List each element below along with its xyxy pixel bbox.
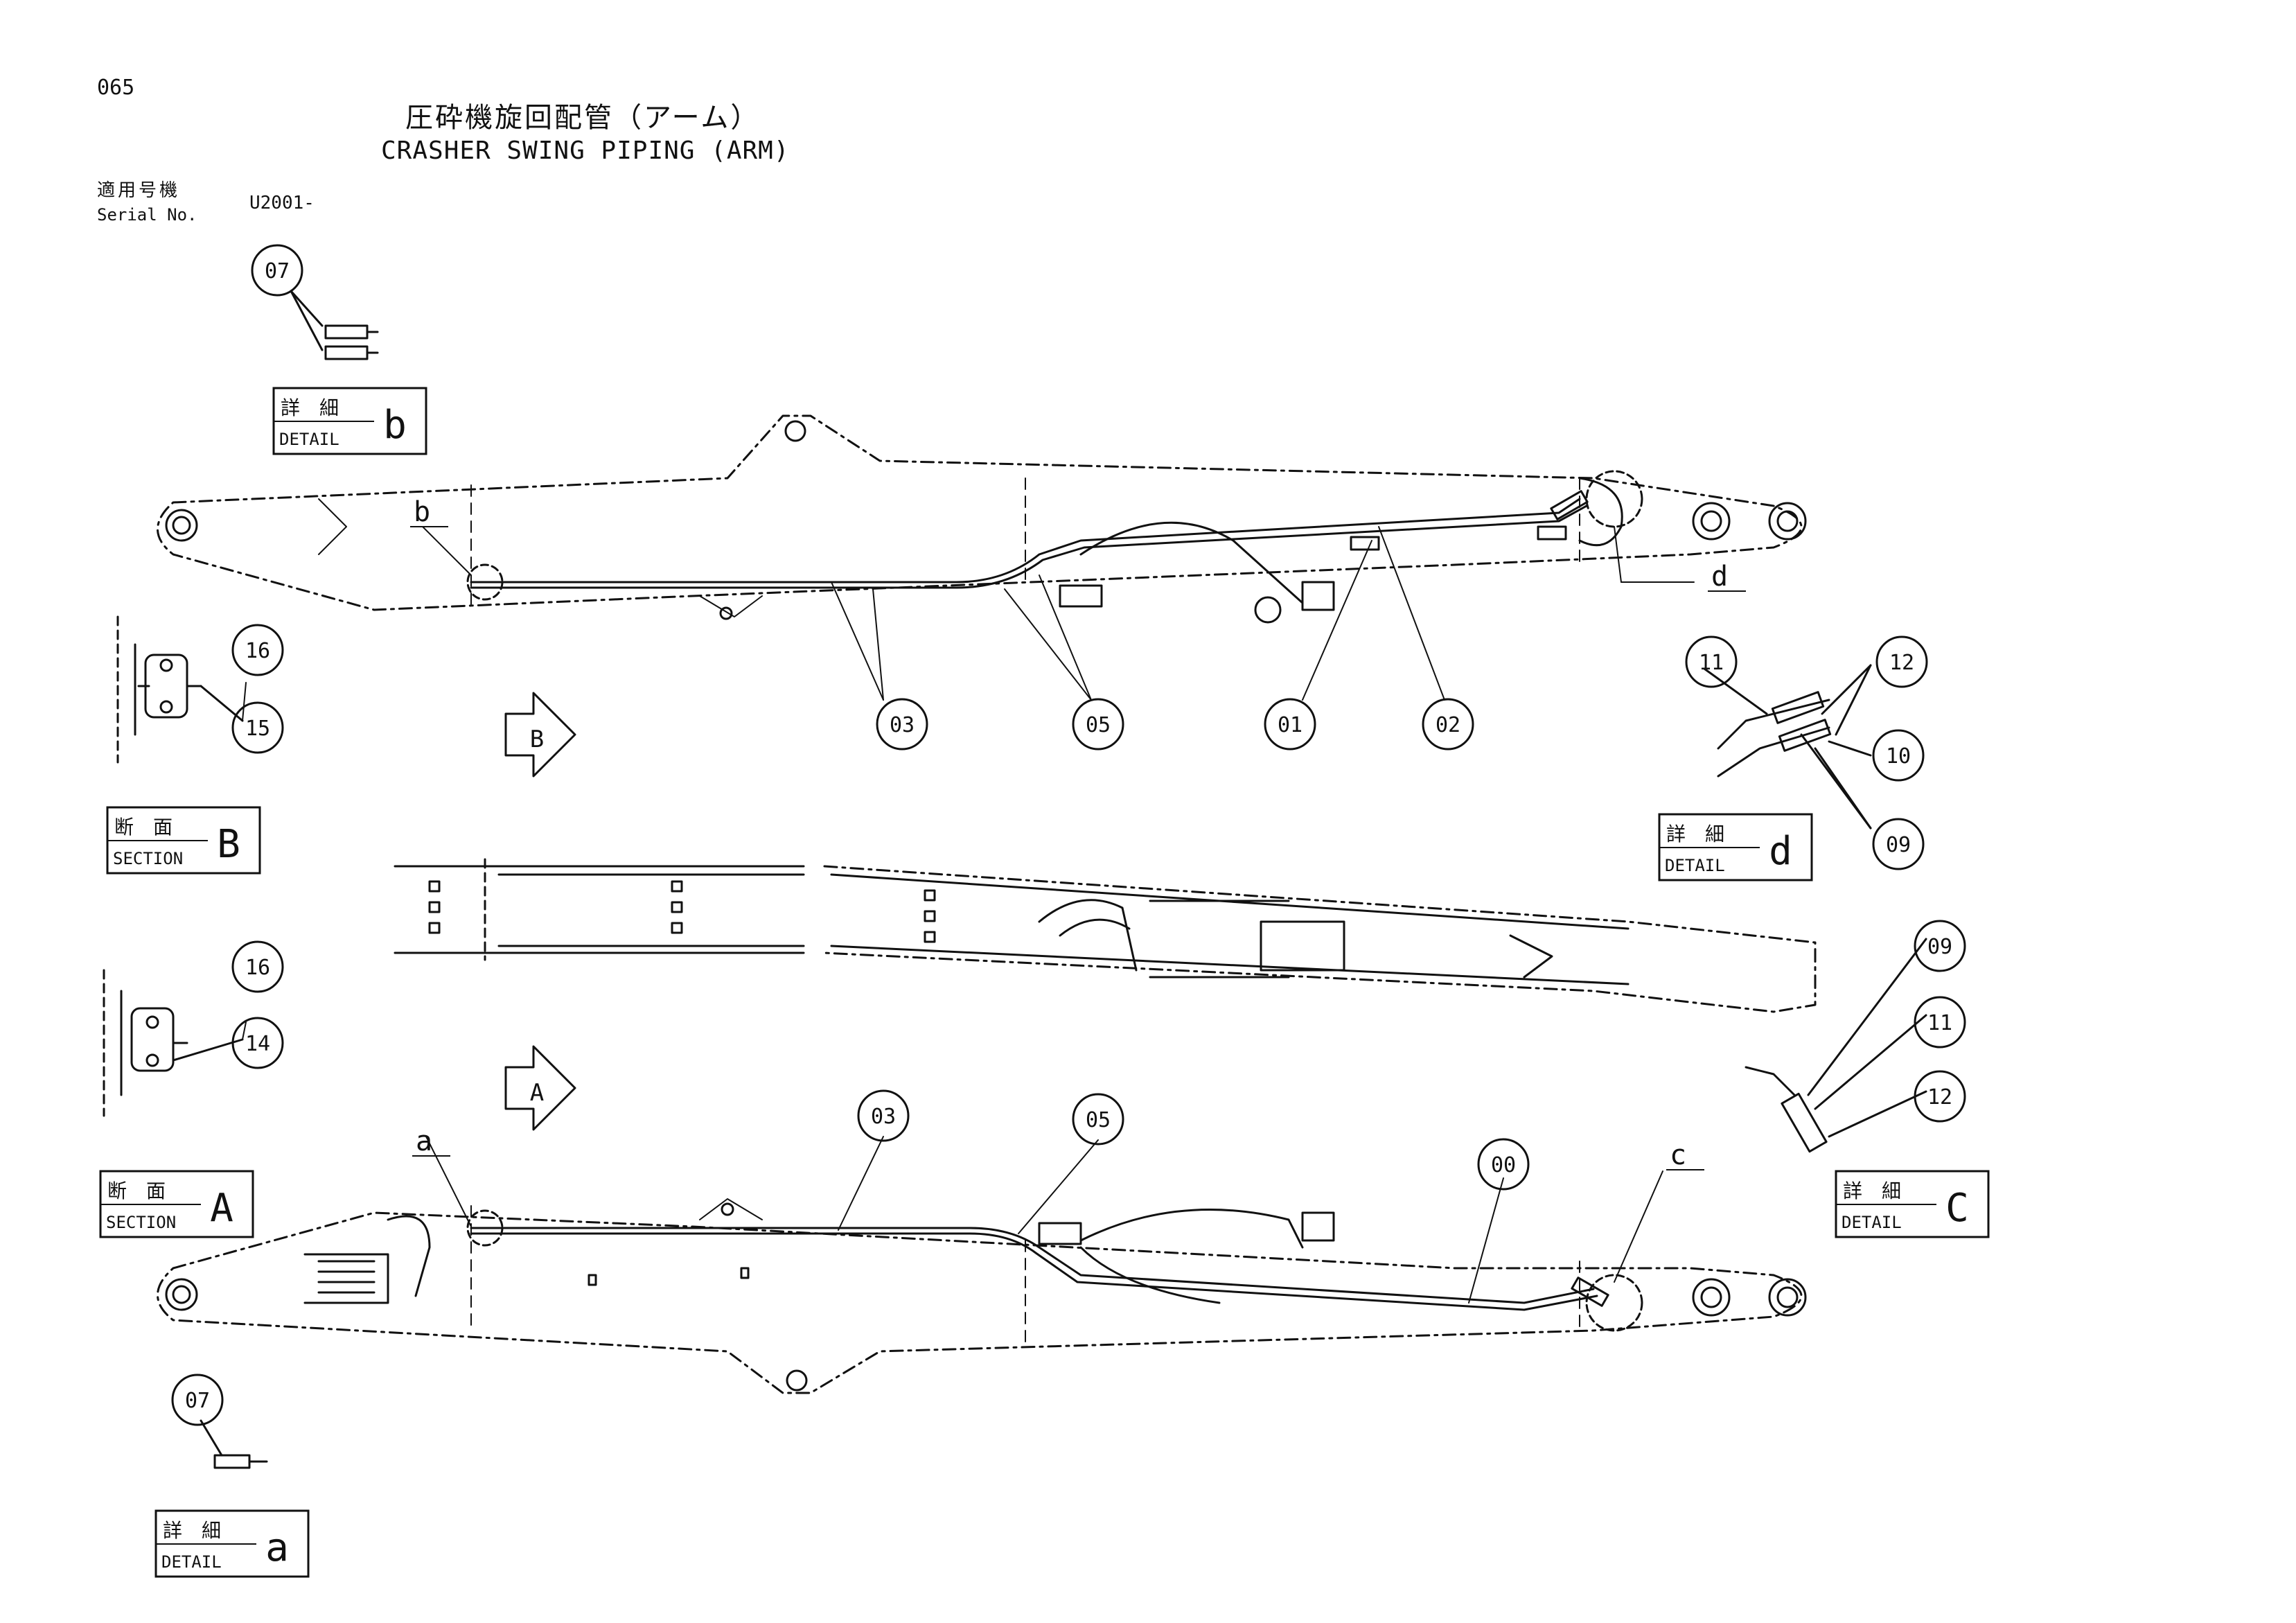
box-label-en: SECTION: [113, 849, 183, 868]
balloon-16: 16: [231, 624, 284, 676]
balloon-11: 11: [1914, 996, 1966, 1049]
box-letter: C: [1945, 1186, 1969, 1231]
box-label-en: DETAIL: [1665, 856, 1725, 875]
section-b-bracket: [116, 615, 244, 764]
balloon-11: 11: [1685, 635, 1738, 688]
balloon-label: 09: [1886, 833, 1911, 857]
view-arrow-b: [504, 692, 576, 778]
box-label-en: DETAIL: [1842, 1213, 1902, 1232]
balloon-label: 03: [871, 1105, 896, 1129]
balloon-label: 15: [245, 717, 270, 741]
bottom-arm-outline: [157, 1198, 1807, 1394]
balloon-label: 00: [1491, 1153, 1516, 1177]
balloons: 07 16 15 03 05 01 02 11 12 10 09 16 14 09 11 12 03 05 00 07: [171, 244, 1966, 1426]
balloon-09: 09: [1914, 920, 1966, 972]
box-label-jp: 詳 細: [1843, 1179, 1901, 1202]
balloon-label: 05: [1086, 713, 1111, 737]
balloon-label: 11: [1699, 651, 1724, 675]
balloon-01: 01: [1264, 698, 1316, 751]
box-label-en: DETAIL: [279, 430, 339, 449]
balloon-label: 09: [1927, 935, 1952, 959]
balloon-00: 00: [1477, 1138, 1530, 1191]
balloon-label: 01: [1278, 713, 1302, 737]
balloon-label: 07: [265, 259, 290, 283]
detail-b-parts: [290, 290, 379, 360]
balloon-12: 12: [1875, 635, 1928, 688]
balloon-label: 14: [245, 1032, 270, 1056]
middle-arm-plan-view: [394, 858, 1817, 1013]
balloon-label: 11: [1927, 1011, 1952, 1035]
box-letter: d: [1769, 829, 1792, 874]
box-label-jp: 断 面: [114, 816, 173, 839]
box-label-jp: 詳 細: [163, 1519, 221, 1542]
ref-letter-c: c: [1670, 1139, 1686, 1171]
detail-c-parts: [1745, 938, 1927, 1153]
balloon-label: 12: [1927, 1085, 1952, 1109]
box-label-jp: 詳 細: [281, 396, 339, 419]
section-B-box: 断 面 SECTION B: [106, 806, 261, 875]
callout-boxes: 詳 細 DETAIL b 詳 細 DETAIL d 詳 細 DETAIL C 詳 細 DETAIL a…: [99, 387, 1990, 1578]
balloon-label: 10: [1886, 744, 1911, 769]
page-number: 065: [97, 76, 135, 100]
ref-letter-a: a: [416, 1125, 432, 1157]
serial-label-japanese: 適用号機: [97, 180, 181, 201]
balloon-05: 05: [1072, 698, 1124, 751]
top-arm-pipes: [466, 470, 1643, 624]
title-japanese: 圧砕機旋回配管（アーム）: [405, 102, 761, 134]
top-arm-outline: [157, 414, 1807, 620]
balloon-label: 07: [185, 1389, 210, 1413]
reference-letters: b d a c B A: [410, 496, 1746, 1171]
detail-d-box: 詳 細 DETAIL d: [1658, 813, 1813, 881]
detail-a-part: [200, 1419, 268, 1469]
view-arrow-letter-A: A: [530, 1079, 544, 1107]
balloon-07: 07: [171, 1374, 224, 1426]
detail-b-box: 詳 細 DETAIL b: [272, 387, 427, 455]
balloon-10: 10: [1872, 729, 1925, 782]
balloon-12: 12: [1914, 1070, 1966, 1123]
title-english: CRASHER SWING PIPING (ARM): [381, 137, 790, 165]
detail-d-parts: [1703, 664, 1872, 830]
bottom-arm-pipes: [303, 1209, 1643, 1332]
detail-c-box: 詳 細 DETAIL C: [1835, 1170, 1990, 1238]
section-A-box: 断 面 SECTION A: [99, 1170, 254, 1238]
balloon-02: 02: [1422, 698, 1474, 751]
balloon-label: 12: [1889, 651, 1914, 675]
balloon-15: 15: [231, 701, 284, 754]
balloon-05: 05: [1072, 1093, 1124, 1146]
box-letter: b: [383, 403, 407, 448]
balloon-label: 02: [1436, 713, 1460, 737]
box-letter: A: [210, 1186, 233, 1231]
box-label-jp: 断 面: [107, 1179, 166, 1202]
section-a-bracket: [103, 969, 244, 1117]
box-label-en: SECTION: [106, 1213, 176, 1232]
box-letter: B: [217, 822, 240, 867]
box-label-jp: 詳 細: [1666, 823, 1724, 845]
ref-letter-b: b: [414, 496, 430, 528]
balloon-label: 05: [1086, 1108, 1111, 1132]
leader-lines: [242, 526, 1695, 1304]
balloon-label: 16: [245, 956, 270, 980]
view-arrow-letter-B: B: [530, 726, 544, 753]
balloon-14: 14: [231, 1017, 284, 1069]
view-arrow-a: [504, 1045, 576, 1131]
balloon-03: 03: [857, 1089, 910, 1142]
balloon-09: 09: [1872, 818, 1925, 870]
balloon-label: 03: [890, 713, 915, 737]
box-letter: a: [265, 1525, 289, 1570]
box-label-en: DETAIL: [161, 1552, 222, 1572]
ref-letter-d: d: [1711, 561, 1728, 593]
balloon-03: 03: [876, 698, 928, 751]
balloon-07: 07: [251, 244, 303, 297]
detail-a-box: 詳 細 DETAIL a: [154, 1509, 310, 1578]
serial-number-value: U2001-: [249, 193, 315, 213]
balloon-16: 16: [231, 940, 284, 993]
balloon-label: 16: [245, 639, 270, 663]
serial-label-english: Serial No.: [97, 205, 197, 225]
